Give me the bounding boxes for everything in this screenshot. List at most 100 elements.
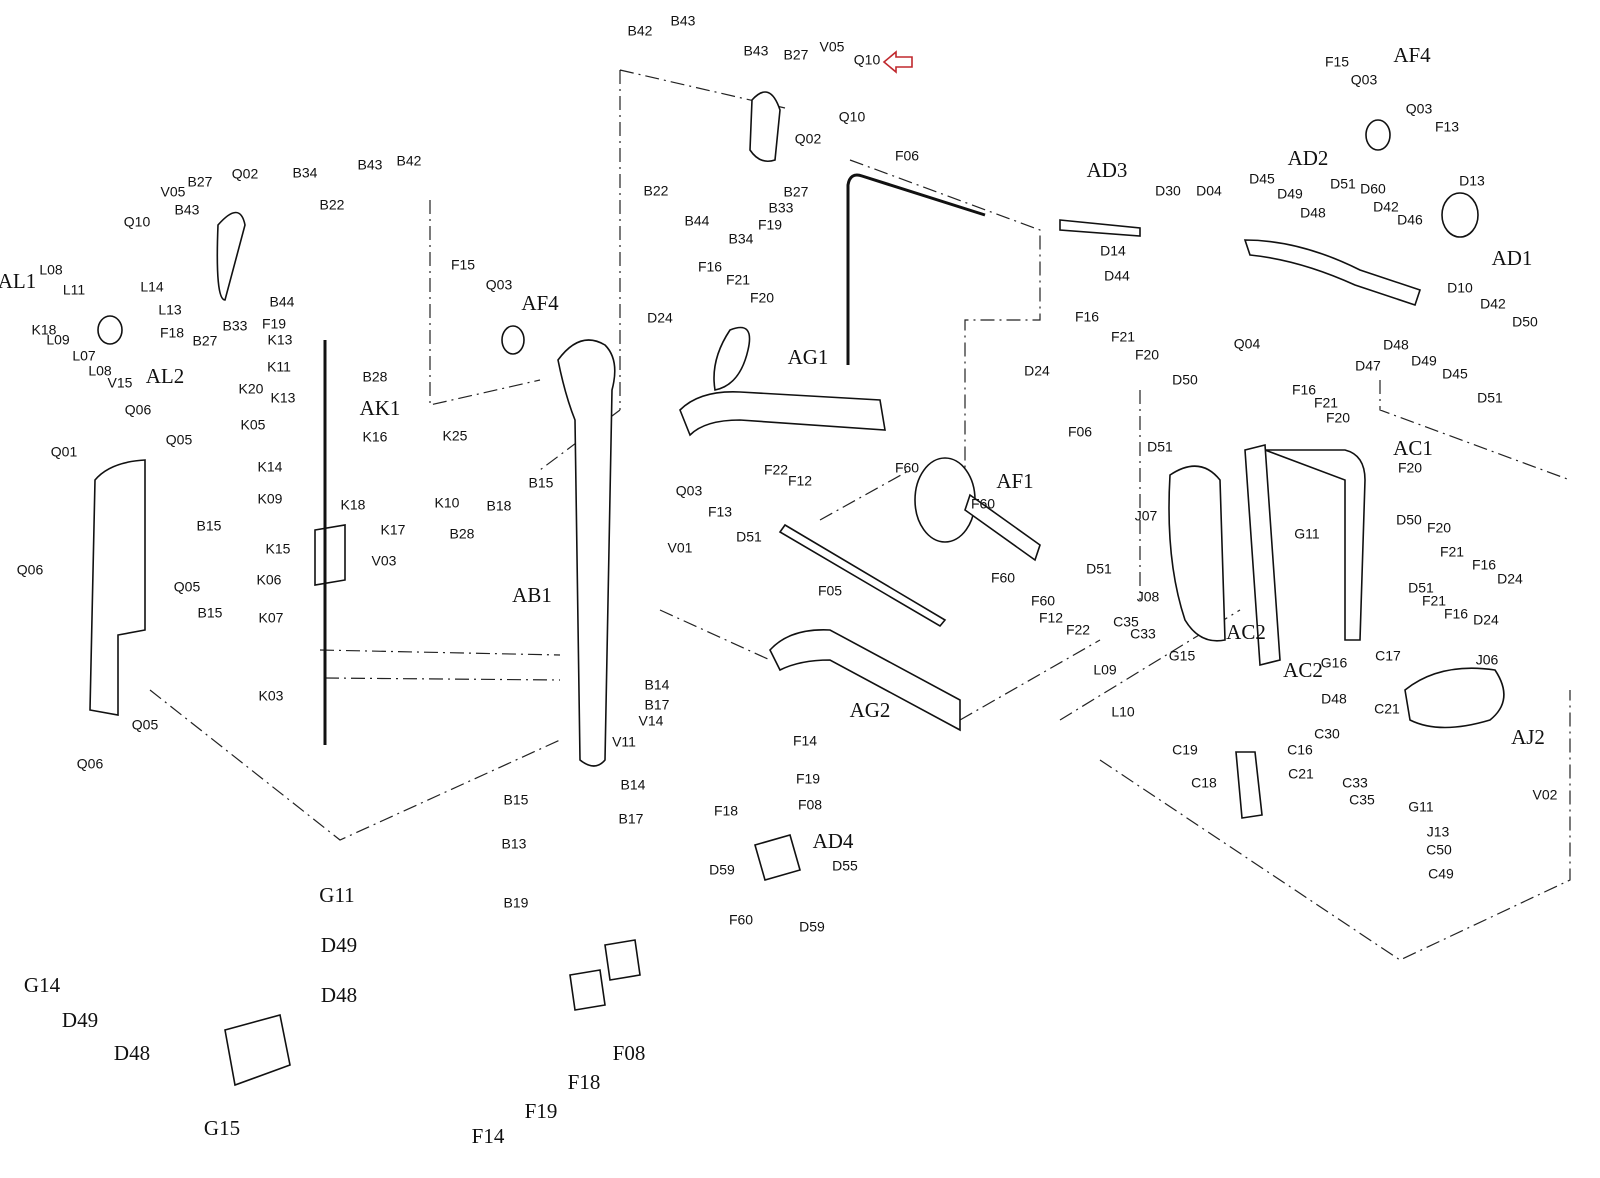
- part-label: F18: [714, 803, 738, 819]
- part-label: D47: [1355, 358, 1381, 374]
- part-label: F19: [262, 316, 286, 332]
- part-label: Q06: [17, 562, 44, 578]
- part-label: K15: [266, 541, 291, 557]
- part-label: K13: [268, 332, 293, 348]
- part-label: V15: [108, 375, 133, 391]
- assembly-label: AD4: [813, 829, 854, 853]
- part-label: F06: [1068, 424, 1092, 440]
- part-label: B13: [502, 836, 527, 852]
- part-label: C19: [1172, 742, 1198, 758]
- arm-cam-q02-top: [749, 91, 781, 163]
- part-label: G11: [1294, 526, 1320, 542]
- part-label: J07: [1135, 508, 1158, 524]
- part-label: B27: [784, 184, 809, 200]
- part-label: Q05: [174, 579, 201, 595]
- part-label: K13: [271, 390, 296, 406]
- assembly-label: AC1: [1393, 436, 1433, 460]
- assembly-label: AF4: [1393, 43, 1431, 67]
- part-label: B15: [197, 518, 222, 534]
- part-label: F20: [1398, 460, 1422, 476]
- part-label: F20: [1135, 347, 1159, 363]
- part-label: B19: [504, 895, 529, 911]
- lower-arm-tube: [769, 629, 961, 732]
- plate-f08: [569, 939, 641, 1011]
- part-label: B15: [504, 792, 529, 808]
- dashed-boundary-top: [539, 69, 1041, 471]
- assembly-label: AF1: [996, 469, 1033, 493]
- part-label: F16: [1472, 557, 1496, 573]
- assembly-label: G11: [319, 883, 354, 907]
- part-label: K18: [341, 497, 366, 513]
- part-label: B34: [293, 165, 318, 181]
- part-label: D48: [1383, 337, 1409, 353]
- part-label: F19: [796, 771, 820, 787]
- part-label: C50: [1426, 842, 1452, 858]
- part-label: D24: [1497, 571, 1523, 587]
- part-label: V05: [161, 184, 186, 200]
- part-label: D59: [709, 862, 735, 878]
- part-label: K03: [259, 688, 284, 704]
- part-label: F21: [726, 272, 750, 288]
- part-label: Q10: [124, 214, 151, 230]
- part-label: F20: [1326, 410, 1350, 426]
- part-label: C49: [1428, 866, 1454, 882]
- part-label: Q05: [166, 432, 193, 448]
- part-label: F60: [1031, 593, 1055, 609]
- part-label: F13: [708, 504, 732, 520]
- part-label: J06: [1476, 652, 1499, 668]
- part-label: D49: [1411, 353, 1437, 369]
- assembly-label: AG2: [850, 698, 891, 722]
- assembly-label: G14: [24, 973, 61, 997]
- plate-axle: [964, 493, 1041, 562]
- bar-f06: [846, 173, 986, 365]
- assembly-label: G15: [204, 1116, 240, 1140]
- part-label: D46: [1397, 212, 1423, 228]
- part-label: C33: [1342, 775, 1368, 791]
- part-label: D45: [1249, 171, 1275, 187]
- part-label: K06: [257, 572, 282, 588]
- assembly-label: AB1: [512, 583, 552, 607]
- part-label: D51: [736, 529, 762, 545]
- part-label: F12: [788, 473, 812, 489]
- part-label: G16: [1321, 655, 1348, 671]
- dashed-boundary-left: [149, 200, 561, 841]
- frame-parts: [89, 91, 1505, 1087]
- part-label: F60: [895, 460, 919, 476]
- backrest-j07-j08: [1168, 465, 1226, 642]
- pad-disc: [713, 326, 751, 391]
- pulley-af4-left: [501, 325, 525, 355]
- part-label: B18: [487, 498, 512, 514]
- part-label: L11: [63, 282, 86, 298]
- part-label: D51: [1408, 580, 1434, 596]
- part-label: C21: [1288, 766, 1314, 782]
- part-label: L09: [1093, 662, 1117, 678]
- part-label: V03: [372, 553, 397, 569]
- part-label: Q06: [125, 402, 152, 418]
- part-label: K05: [241, 417, 266, 433]
- part-label: B33: [769, 200, 794, 216]
- part-label: C21: [1374, 701, 1400, 717]
- part-label: F18: [160, 325, 184, 341]
- arrow-left-icon: [882, 50, 913, 74]
- part-label: K16: [363, 429, 388, 445]
- part-label: B27: [193, 333, 218, 349]
- part-label: D42: [1480, 296, 1506, 312]
- main-upright-tube: [557, 339, 616, 767]
- part-label: B42: [628, 23, 653, 39]
- part-label: K14: [258, 459, 283, 475]
- assembly-boundaries: [149, 69, 1571, 961]
- assembly-label: F19: [525, 1099, 558, 1123]
- part-label: G11: [1408, 799, 1434, 815]
- part-label: L08: [88, 363, 112, 379]
- part-label: F21: [1111, 329, 1135, 345]
- part-label: Q03: [676, 483, 703, 499]
- part-label: D60: [1360, 181, 1386, 197]
- part-label: Q02: [232, 166, 259, 182]
- assembly-label: AL2: [146, 364, 185, 388]
- assembly-label: D48: [114, 1041, 150, 1065]
- roller-d13: [1441, 192, 1479, 238]
- part-label: Q03: [1351, 72, 1378, 88]
- pulley-af4-right: [1365, 119, 1391, 151]
- assembly-label: AJ2: [1511, 725, 1545, 749]
- assembly-label: AK1: [360, 396, 401, 420]
